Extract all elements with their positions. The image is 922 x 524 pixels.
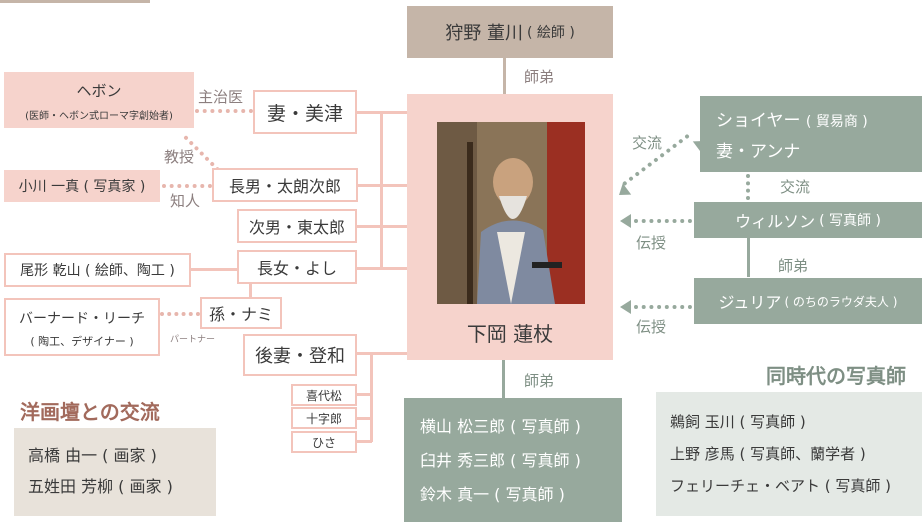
doctor-link <box>195 109 253 113</box>
kano-name: 狩野 董川 <box>445 23 523 44</box>
grandchild-box: 孫・ナミ <box>200 297 282 329</box>
schoyer-name: ショイヤー <box>716 111 801 131</box>
exchange-dots <box>746 174 750 200</box>
leach-name: バーナード・リーチ <box>19 311 145 327</box>
contemporary-item: 上野 彦馬 ( 写真師、蘭学者 ) <box>670 445 866 463</box>
wife-box: 妻・美津 <box>253 90 357 134</box>
arrow-left-icon <box>620 300 631 314</box>
teach-link-2 <box>634 305 692 309</box>
acquaintance-link <box>162 184 212 188</box>
portrait-icon <box>437 122 585 304</box>
julia-role: ( のちのラウダ夫人 ) <box>784 294 898 309</box>
connector-line <box>356 352 408 355</box>
label-exchange-2: 交流 <box>780 178 811 196</box>
second-wife-box: 後妻・登和 <box>243 334 357 376</box>
disciple-item: 鈴木 真一 ( 写真師 ) <box>420 485 565 504</box>
julia-name: ジュリア <box>718 293 782 312</box>
center-name: 下岡 蓮杖 <box>466 322 554 346</box>
connector-line <box>380 111 383 269</box>
western-item: 高橋 由一 ( 画家 ) <box>28 446 157 465</box>
kano-role: ( 絵師 ) <box>526 25 575 41</box>
western-item: 五姓田 芳柳 ( 画家 ) <box>28 477 173 496</box>
connector-line <box>356 440 372 443</box>
disciples-box: 横山 松三郎 ( 写真師 ) 臼井 秀三郎 ( 写真師 ) 鈴木 真一 ( 写真… <box>404 398 622 522</box>
julia-box: ジュリア ( のちのラウダ夫人 ) <box>694 278 922 324</box>
label-exchange-1: 交流 <box>632 134 663 152</box>
arrow-left-icon <box>614 183 632 201</box>
child-box: 十字郎 <box>291 407 357 429</box>
hepburn-role: (医師・ヘボン式ローマ字創始者) <box>25 111 173 122</box>
teach-link-1 <box>634 219 692 223</box>
western-list: 高橋 由一 ( 画家 ) 五姓田 芳柳 ( 画家 ) <box>14 428 216 516</box>
partner-link <box>160 312 200 316</box>
wilson-julia-link <box>747 237 750 277</box>
top-link-line <box>503 58 506 94</box>
label-partner: パートナー <box>170 335 216 345</box>
leach-role: ( 陶工、デザイナー ) <box>30 335 134 348</box>
connector-line <box>249 268 252 312</box>
western-title: 洋画壇との交流 <box>20 400 160 424</box>
label-disciple-top: 師弟 <box>524 68 555 86</box>
disciple-down-link <box>502 360 505 400</box>
label-doctor: 主治医 <box>198 88 244 106</box>
son1-box: 長男・太朗次郎 <box>212 168 358 202</box>
connector-line <box>356 393 372 396</box>
connector-line <box>191 268 241 271</box>
contemporary-title: 同時代の写真師 <box>766 364 906 388</box>
connector-line <box>356 417 372 420</box>
kano-tosen-box: 狩野 董川 ( 絵師 ) <box>407 6 613 58</box>
wilson-box: ウィルソン ( 写真師 ) <box>694 202 922 238</box>
hepburn-box: ヘボン (医師・ヘボン式ローマ字創始者) <box>4 72 194 128</box>
wilson-name: ウィルソン <box>735 212 816 231</box>
ogawa-box: 小川 一真 ( 写真家 ) <box>4 170 160 202</box>
daughter-box: 長女・よし <box>237 250 357 284</box>
schoyer-box: ショイヤー ( 貿易商 ) 妻・アンナ <box>700 96 922 172</box>
leach-box: バーナード・リーチ ( 陶工、デザイナー ) <box>4 298 160 356</box>
hepburn-name: ヘボン <box>76 82 122 100</box>
label-teacher: 教授 <box>164 148 195 166</box>
disciple-item: 横山 松三郎 ( 写真師 ) <box>420 417 581 436</box>
label-acquaintance: 知人 <box>170 192 201 210</box>
label-disciple-bottom: 師弟 <box>524 372 555 390</box>
disciple-item: 臼井 秀三郎 ( 写真師 ) <box>420 451 581 470</box>
arrow-left-icon <box>620 214 631 228</box>
contemporary-list: 鵜飼 玉川 ( 写真師 ) 上野 彦馬 ( 写真師、蘭学者 ) フェリーチェ・ベ… <box>656 392 922 516</box>
label-disciple-right: 師弟 <box>778 257 809 275</box>
wilson-role: ( 写真師 ) <box>819 213 881 229</box>
connector-line <box>370 354 373 442</box>
child-box: 喜代松 <box>291 384 357 406</box>
son2-box: 次男・東太郎 <box>237 209 357 243</box>
schoyer-role: ( 貿易商 ) <box>805 114 868 130</box>
schoyer-wife: 妻・アンナ <box>716 142 801 162</box>
label-teach-1: 伝授 <box>636 234 667 252</box>
top-left-fragment <box>0 0 150 3</box>
contemporary-item: フェリーチェ・ベアト ( 写真師 ) <box>670 477 892 495</box>
label-teach-2: 伝授 <box>636 318 667 336</box>
ogata-box: 尾形 乾山 ( 絵師、陶工 ) <box>4 253 191 287</box>
contemporary-item: 鵜飼 玉川 ( 写真師 ) <box>670 413 806 431</box>
center-box: 下岡 蓮杖 <box>407 94 613 360</box>
child-box: ひさ <box>291 431 357 453</box>
